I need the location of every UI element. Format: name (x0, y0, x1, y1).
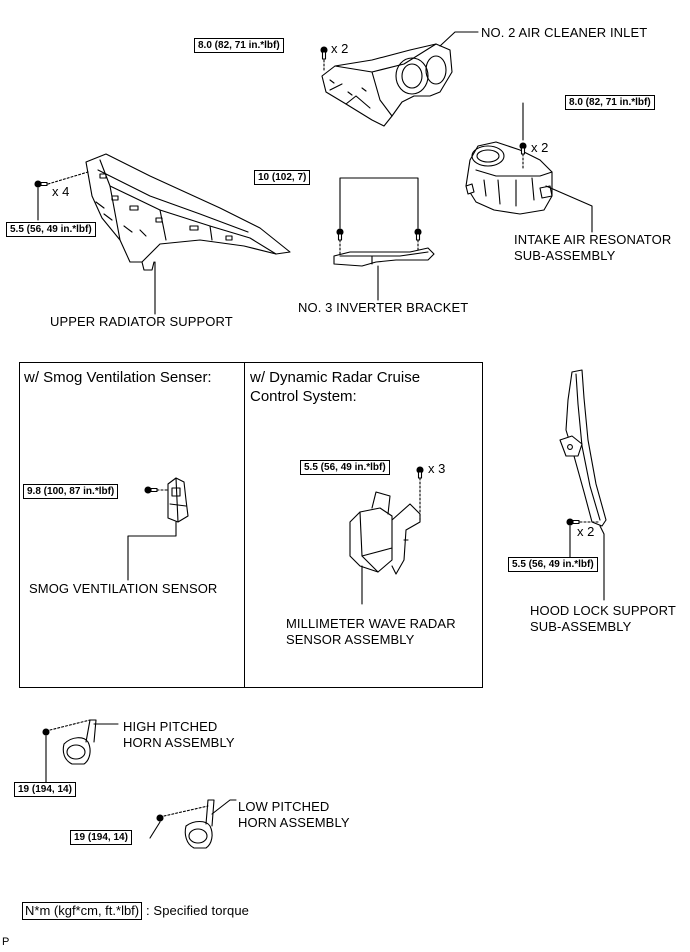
torque-smog-sensor: 9.8 (100, 87 in.*lbf) (23, 484, 119, 499)
label-intake-air-resonator: INTAKE AIR RESONATOR SUB-ASSEMBLY (514, 232, 671, 264)
inverter-bracket-bolts (336, 177, 422, 255)
torque-radar-sensor: 5.5 (56, 49 in.*lbf) (300, 460, 390, 475)
radar-panel-title: w/ Dynamic Radar Cruise Control System: (250, 368, 420, 406)
torque-inverter-bracket: 10 (102, 7) (254, 170, 311, 185)
radar-panel-title-line2: Control System: (250, 388, 357, 405)
radar-panel-title-line1: w/ Dynamic Radar Cruise (250, 369, 421, 386)
intake-air-resonator-part (465, 141, 553, 215)
smog-sensor-panel (19, 362, 245, 688)
torque-radiator-support: 5.5 (56, 49 in.*lbf) (6, 222, 96, 237)
radiator-support-bolt (34, 171, 89, 221)
qty-radiator-support: x 4 (52, 184, 70, 199)
torque-hood-lock: 5.5 (56, 49 in.*lbf) (508, 557, 598, 572)
label-hood-lock-support-line2: SUB-ASSEMBLY (530, 619, 632, 634)
label-millimeter-wave-radar-line1: MILLIMETER WAVE RADAR (286, 616, 456, 631)
torque-high-horn: 19 (194, 14) (14, 782, 76, 797)
legend-torque-unit: N*m (kgf*cm, ft.*lbf) (22, 902, 143, 920)
smog-sensor-part (167, 477, 189, 523)
qty-radar-sensor: x 3 (428, 461, 446, 476)
label-intake-air-resonator-line2: SUB-ASSEMBLY (514, 248, 616, 263)
label-intake-air-resonator-line1: INTAKE AIR RESONATOR (514, 232, 672, 247)
intake-resonator-bolt (519, 102, 527, 169)
label-hood-lock-support-line1: HOOD LOCK SUPPORT (530, 603, 676, 618)
hood-lock-bolt (566, 518, 599, 561)
upper-radiator-support-part (85, 153, 291, 271)
low-horn-part (184, 799, 215, 849)
label-no2-air-cleaner-inlet: NO. 2 AIR CLEANER INLET (481, 25, 648, 40)
air-cleaner-inlet-part (321, 43, 453, 127)
radar-sensor-bolt (416, 466, 424, 521)
hood-lock-support-part (559, 369, 607, 527)
radar-panel (244, 362, 483, 688)
label-millimeter-wave-radar: MILLIMETER WAVE RADAR SENSOR ASSEMBLY (286, 616, 456, 648)
high-horn-part (62, 719, 97, 765)
label-upper-radiator-support: UPPER RADIATOR SUPPORT (50, 314, 233, 329)
qty-intake-resonator: x 2 (531, 140, 549, 155)
low-horn-bolt (149, 805, 209, 839)
label-high-pitched-horn: HIGH PITCHED HORN ASSEMBLY (123, 719, 235, 751)
smog-sensor-bolt (144, 486, 169, 494)
smog-panel-title: w/ Smog Ventilation Senser: (24, 369, 212, 386)
label-millimeter-wave-radar-line2: SENSOR ASSEMBLY (286, 632, 415, 647)
label-low-pitched-horn: LOW PITCHED HORN ASSEMBLY (238, 799, 350, 831)
label-no3-inverter-bracket: NO. 3 INVERTER BRACKET (298, 300, 469, 315)
torque-air-cleaner-inlet: 8.0 (82, 71 in.*lbf) (194, 38, 284, 53)
legend-torque-text: : Specified torque (146, 903, 249, 918)
label-low-pitched-horn-line2: HORN ASSEMBLY (238, 815, 350, 830)
torque-low-horn: 19 (194, 14) (70, 830, 132, 845)
corner-mark: P (2, 936, 10, 948)
high-horn-bolt (42, 719, 91, 783)
label-low-pitched-horn-line1: LOW PITCHED (238, 799, 330, 814)
torque-intake-resonator: 8.0 (82, 71 in.*lbf) (565, 95, 655, 110)
qty-hood-lock: x 2 (577, 524, 595, 539)
label-hood-lock-support: HOOD LOCK SUPPORT SUB-ASSEMBLY (530, 603, 676, 635)
label-high-pitched-horn-line2: HORN ASSEMBLY (123, 735, 235, 750)
label-smog-ventilation-sensor: SMOG VENTILATION SENSOR (29, 581, 218, 596)
qty-air-cleaner-inlet: x 2 (331, 41, 349, 56)
inverter-bracket-part (333, 247, 435, 267)
air-cleaner-inlet-bolt (320, 46, 328, 73)
radar-sensor-part (349, 491, 421, 575)
label-high-pitched-horn-line1: HIGH PITCHED (123, 719, 218, 734)
